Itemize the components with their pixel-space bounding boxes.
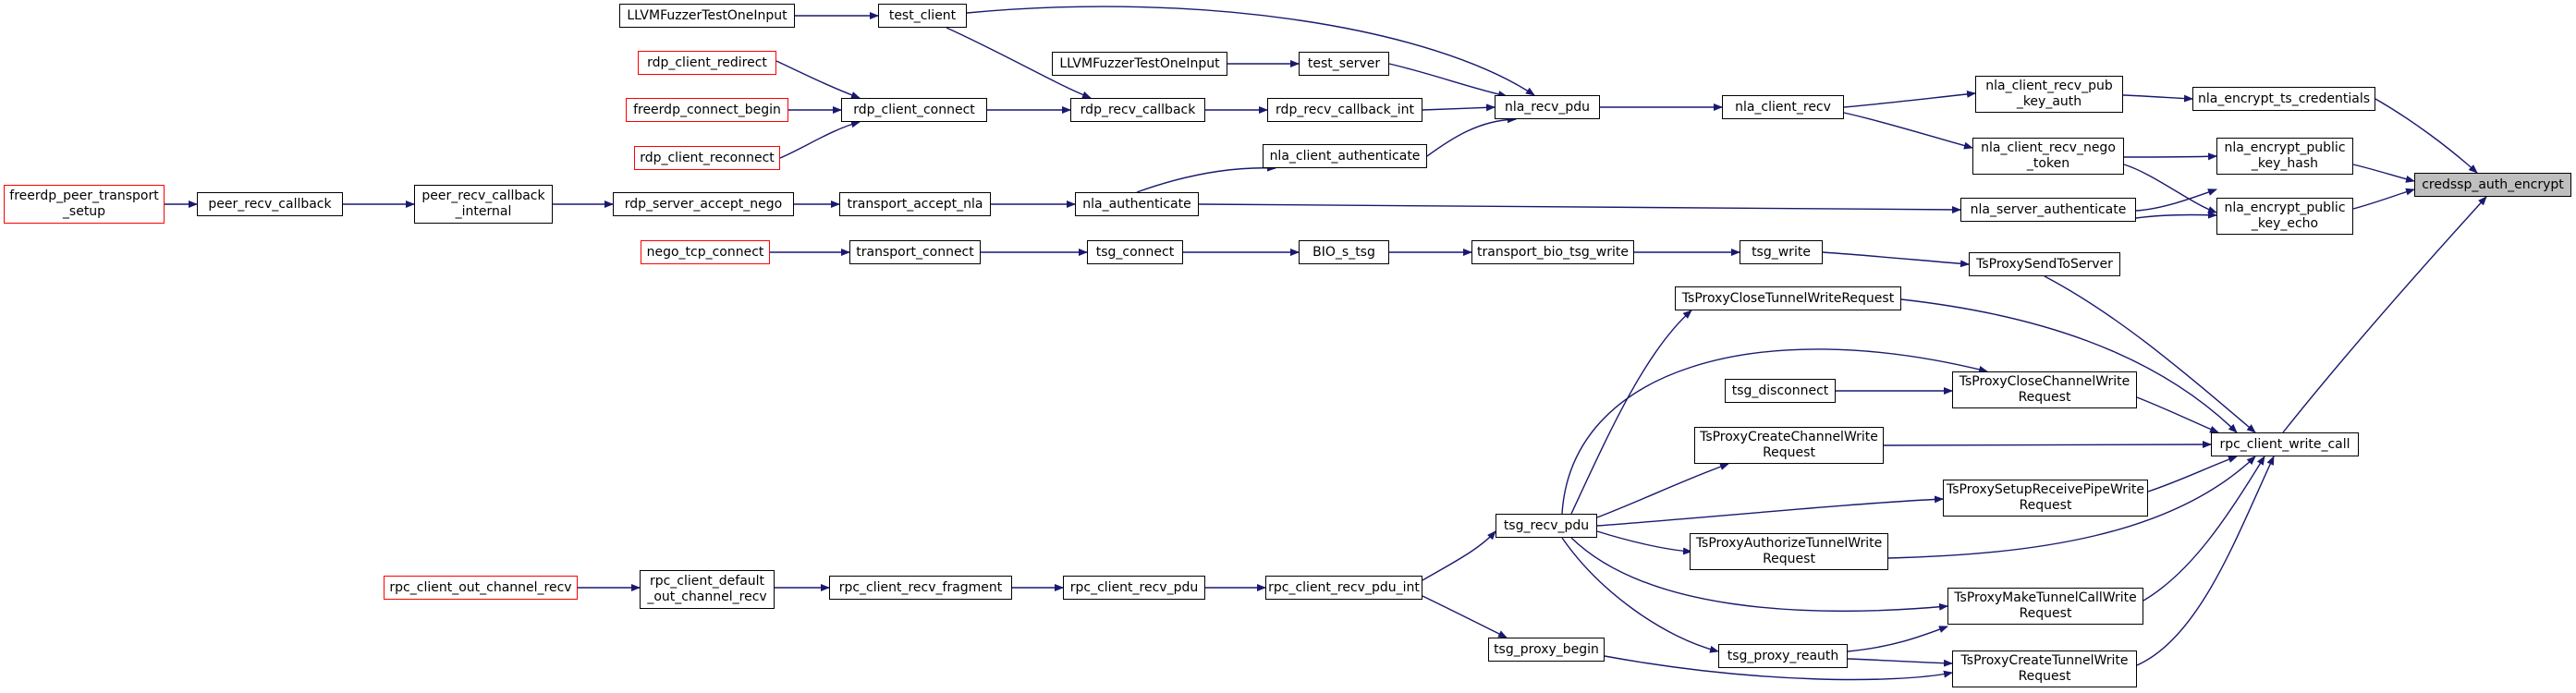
node-peer-recv-callback[interactable]: peer_recv_callback [197,192,343,216]
node-rpc-client-default-out-channel-recv[interactable]: rpc_client_default _out_channel_recv [640,570,775,609]
node-nla-client-recv-pub-key-auth[interactable]: nla_client_recv_pub _key_auth [1975,76,2123,113]
call-edge [775,60,861,99]
node-nla-authenticate[interactable]: nla_authenticate [1075,192,1199,216]
node-llvm-fuzzer-test-one-input-b[interactable]: LLVMFuzzerTestOneInput [1052,52,1227,76]
node-tsproxy-setup-receive-pipe-write-request[interactable]: TsProxySetupReceivePipeWrite Request [1943,480,2148,517]
call-edge [2135,211,2217,219]
node-credssp-auth-encrypt[interactable]: credssp_auth_encrypt [2414,173,2571,197]
node-freerdp-peer-transport-setup[interactable]: freerdp_peer_transport _setup [4,185,165,224]
node-nla-client-recv[interactable]: nla_client_recv [1722,95,1844,119]
call-edge [1422,595,1508,638]
call-edge [1570,310,1692,515]
call-edge [1136,164,1276,193]
call-edge [1561,348,1988,515]
call-edge [2044,275,2256,433]
node-test-client[interactable]: test_client [878,4,967,28]
node-tsproxy-create-tunnel-write-request[interactable]: TsProxyCreateTunnelWrite Request [1952,650,2137,687]
call-edge [1847,626,1948,652]
call-edge [2282,196,2487,433]
call-edge [946,27,1092,99]
call-edge [2135,188,2217,212]
node-tsproxy-send-to-server[interactable]: TsProxySendToServer [1969,252,2120,276]
call-edge [2123,164,2217,213]
node-tsproxy-make-tunnel-call-write-request[interactable]: TsProxyMakeTunnelCallWrite Request [1947,588,2143,625]
node-nla-encrypt-public-key-hash[interactable]: nla_encrypt_public _key_hash [2216,138,2353,175]
node-tsg-proxy-reauth[interactable]: tsg_proxy_reauth [1718,644,1848,668]
node-rdp-recv-callback[interactable]: rdp_recv_callback [1070,98,1205,122]
node-rpc-client-recv-pdu-int[interactable]: rpc_client_recv_pdu_int [1265,576,1422,600]
call-edge [1198,203,1961,213]
call-edge [1570,537,1948,613]
node-rpc-client-write-call[interactable]: rpc_client_write_call [2211,432,2359,456]
call-edge [1561,537,1719,653]
node-nla-encrypt-public-key-echo[interactable]: nla_encrypt_public _key_echo [2216,198,2353,235]
node-tsproxy-close-channel-write-request[interactable]: TsProxyCloseChannelWrite Request [1952,371,2137,408]
call-edge [966,6,1535,96]
node-nego-tcp-connect[interactable]: nego_tcp_connect [641,240,770,264]
call-edge [1843,112,1973,150]
node-test-server[interactable]: test_server [1299,52,1389,76]
node-tsg-proxy-begin[interactable]: tsg_proxy_begin [1488,638,1605,662]
node-freerdp-connect-begin[interactable]: freerdp_connect_begin [626,98,788,122]
node-nla-client-authenticate[interactable]: nla_client_authenticate [1263,144,1427,168]
call-edge [1822,251,1970,268]
call-edge [1422,530,1496,581]
node-nla-recv-pdu[interactable]: nla_recv_pdu [1495,95,1600,119]
node-transport-accept-nla[interactable]: transport_accept_nla [839,192,991,216]
node-tsproxy-authorize-tunnel-write-request[interactable]: TsProxyAuthorizeTunnelWrite Request [1690,533,1888,570]
node-tsproxy-create-channel-write-request[interactable]: TsProxyCreateChannelWrite Request [1694,427,1884,464]
call-edge [2143,456,2265,602]
call-edge [1883,441,2212,449]
node-rdp-client-reconnect[interactable]: rdp_client_reconnect [634,146,780,170]
node-rdp-client-connect[interactable]: rdp_client_connect [841,98,987,122]
node-nla-encrypt-ts-credentials[interactable]: nla_encrypt_ts_credentials [2192,87,2375,111]
call-edge [1422,103,1496,112]
call-edge [2352,188,2415,210]
call-edge [2352,164,2415,183]
node-tsproxy-close-tunnel-write-request[interactable]: TsProxyCloseTunnelWriteRequest [1675,286,1901,310]
node-transport-connect[interactable]: transport_connect [849,240,981,264]
node-rpc-client-recv-fragment[interactable]: rpc_client_recv_fragment [829,576,1012,600]
node-tsg-write[interactable]: tsg_write [1740,240,1823,264]
call-edge [1843,90,1976,108]
call-edge [1900,298,2238,433]
node-nla-client-recv-nego-token[interactable]: nla_client_recv_nego _token [1972,138,2124,175]
call-edge [1596,495,1944,527]
call-edge [2123,152,2217,161]
node-peer-recv-callback-internal[interactable]: peer_recv_callback _internal [414,185,553,224]
node-nla-server-authenticate[interactable]: nla_server_authenticate [1960,198,2136,222]
node-rdp-client-redirect[interactable]: rdp_client_redirect [638,51,776,75]
node-bio-s-tsg[interactable]: BIO_s_tsg [1299,240,1389,264]
call-edge [2375,98,2478,174]
node-llvm-fuzzer-test-one-input-a[interactable]: LLVMFuzzerTestOneInput [619,4,795,28]
call-edge [1388,63,1508,98]
node-rpc-client-out-channel-recv[interactable]: rpc_client_out_channel_recv [384,576,578,600]
call-edge [1596,530,1692,555]
node-tsg-connect[interactable]: tsg_connect [1087,240,1183,264]
call-edge [1426,116,1517,157]
node-tsg-disconnect[interactable]: tsg_disconnect [1725,379,1836,403]
node-rpc-client-recv-pdu[interactable]: rpc_client_recv_pdu [1063,576,1205,600]
call-edge [2136,396,2219,433]
node-rdp-recv-callback-int[interactable]: rdp_recv_callback_int [1267,98,1422,122]
call-edge [1887,456,2256,559]
call-edge [1847,658,1953,667]
call-edge [2122,94,2193,103]
call-edge [2136,456,2275,666]
call-edge [1596,463,1729,518]
node-transport-bio-tsg-write[interactable]: transport_bio_tsg_write [1471,240,1634,264]
call-edge [1604,655,1953,681]
node-rdp-server-accept-nego[interactable]: rdp_server_accept_nego [613,192,794,216]
call-edge [2147,456,2238,492]
call-edge [779,120,861,159]
node-tsg-recv-pdu[interactable]: tsg_recv_pdu [1496,514,1597,538]
